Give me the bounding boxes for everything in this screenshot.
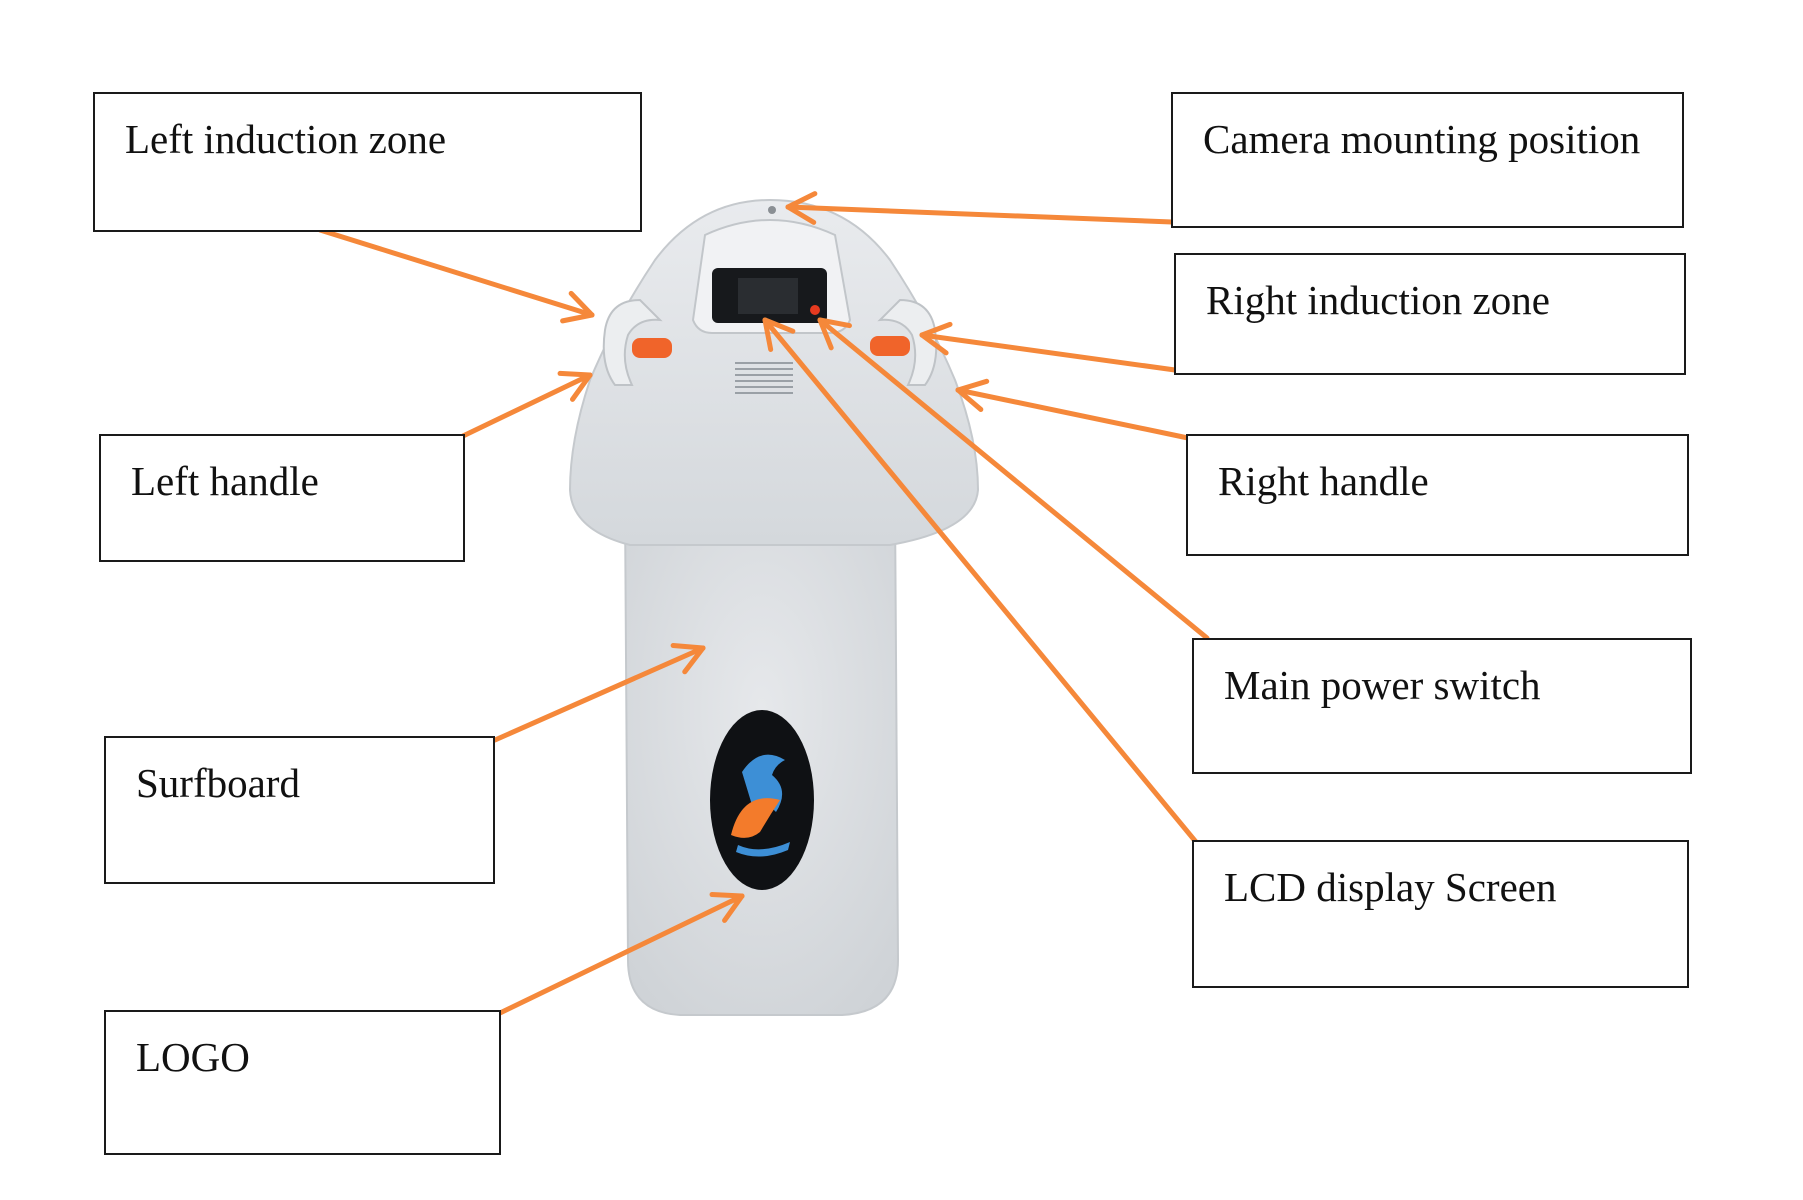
label-right-induction-zone: Right induction zone [1206,277,1550,323]
label-box-left-handle: Left handle [99,434,465,562]
label-box-lcd-display-screen: LCD display Screen [1192,840,1689,988]
label-camera-mounting-position: Camera mounting position [1203,116,1641,162]
right-induction-grip [870,336,910,356]
label-box-main-power-switch: Main power switch [1192,638,1692,774]
label-box-logo: LOGO [104,1010,501,1155]
label-box-camera-mounting-position: Camera mounting position [1171,92,1684,228]
label-logo: LOGO [136,1034,250,1080]
label-box-right-induction-zone: Right induction zone [1174,253,1686,375]
label-box-surfboard: Surfboard [104,736,495,884]
label-box-right-handle: Right handle [1186,434,1689,556]
label-left-handle: Left handle [131,458,319,504]
label-right-handle: Right handle [1218,458,1429,504]
label-lcd-display-screen: LCD display Screen [1224,864,1557,910]
left-induction-grip [632,338,672,358]
camera-mount-point [768,206,776,214]
label-surfboard: Surfboard [136,760,300,806]
label-box-left-induction-zone: Left induction zone [93,92,642,232]
label-main-power-switch: Main power switch [1224,662,1541,708]
left-handle [602,298,663,386]
label-left-induction-zone: Left induction zone [125,116,447,162]
power-switch-icon [810,305,820,315]
